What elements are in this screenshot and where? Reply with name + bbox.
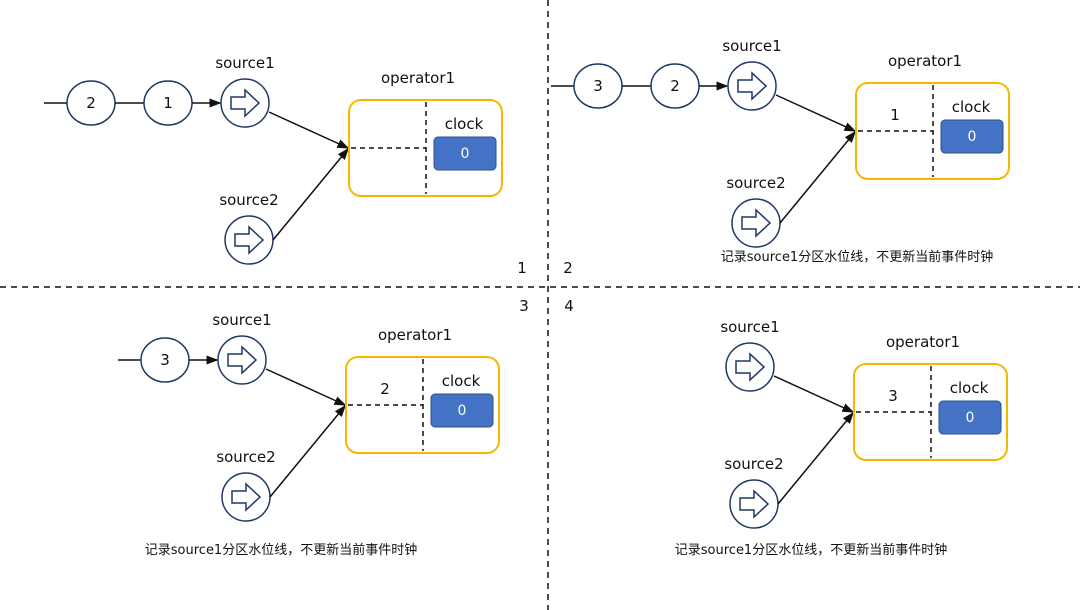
event-node: 2 [650,63,700,109]
clock-value: 0 [968,129,977,145]
source2-node: source2 [726,174,786,248]
operator1-label: operator1 [886,333,960,351]
source2-label: source2 [219,191,278,209]
source1-edge [265,368,347,406]
clock-label: clock [442,372,481,390]
quadrant-3: 3 source1 source2 operator1 2 clock 0 记录source1… [118,311,500,558]
partition-watermark-value: 3 [888,387,898,405]
source2-label: source2 [216,448,275,466]
event-node: 2 [66,80,116,126]
source2-edge [272,147,349,241]
clock-value: 0 [966,410,975,426]
operator1-label: operator1 [381,69,455,87]
right-arrow-icon [227,345,258,375]
quadrant-1: 2 1 source1 source2 operator1 clock 0 [44,54,503,265]
clock-value: 0 [461,146,470,162]
source2-edge [269,404,346,498]
source2-node: source2 [219,191,279,265]
source1-label: source1 [722,37,781,55]
quadrant-number-3: 3 [519,297,529,315]
caption: 记录source1分区水位线，不更新当前事件时钟 [675,542,947,558]
clock-box [430,393,494,428]
source1-label: source1 [215,54,274,72]
source2-edge [779,130,856,224]
caption: 记录source1分区水位线，不更新当前事件时钟 [721,249,993,265]
right-arrow-icon [735,352,766,382]
right-arrow-icon [737,71,768,101]
source1-node: source1 [722,37,782,111]
source1-edge [773,375,855,413]
quadrant-number-2: 2 [563,259,573,277]
source2-label: source2 [724,455,783,473]
right-arrow-icon [234,225,265,255]
quadrant-2: 3 2 source1 source2 operator1 1 clock 0 记录source… [551,37,1010,265]
right-arrow-icon [739,489,770,519]
caption: 记录source1分区水位线，不更新当前事件时钟 [145,542,417,558]
operator1-label: operator1 [888,52,962,70]
right-arrow-icon [231,482,262,512]
clock-box [433,136,497,171]
clock-label: clock [952,98,991,116]
clock-label: clock [445,115,484,133]
quadrant-4: source1 source2 operator1 3 clock 0 记录source1分… [675,318,1008,558]
source2-node: source2 [216,448,276,522]
clock-label: clock [950,379,989,397]
event-value: 3 [593,77,603,95]
source2-label: source2 [726,174,785,192]
clock-value: 0 [458,403,467,419]
source1-edge [268,111,350,149]
event-value: 1 [163,94,173,112]
operator1-box: operator1 1 clock 0 [855,52,1010,180]
event-value: 3 [160,351,170,369]
operator1-label: operator1 [378,326,452,344]
source1-edge [775,94,857,132]
event-node: 3 [573,63,623,109]
partition-watermark-value: 2 [380,380,390,398]
quadrant-number-4: 4 [564,297,574,315]
event-node: 3 [140,337,190,383]
clock-box [940,119,1004,154]
event-node: 1 [143,80,193,126]
source2-edge [777,411,854,505]
event-value: 2 [86,94,96,112]
event-value: 2 [670,77,680,95]
clock-box [938,400,1002,435]
operator1-box: operator1 3 clock 0 [853,333,1008,461]
right-arrow-icon [230,88,261,118]
right-arrow-icon [741,208,772,238]
source1-label: source1 [720,318,779,336]
operator1-box: operator1 clock 0 [348,69,503,197]
source1-node: source1 [215,54,275,128]
partition-watermark-value: 1 [890,106,900,124]
source1-node: source1 [212,311,272,385]
quadrant-number-1: 1 [517,259,527,277]
source1-label: source1 [212,311,271,329]
source1-node: source1 [720,318,780,392]
operator1-box: operator1 2 clock 0 [345,326,500,454]
source2-node: source2 [724,455,784,529]
